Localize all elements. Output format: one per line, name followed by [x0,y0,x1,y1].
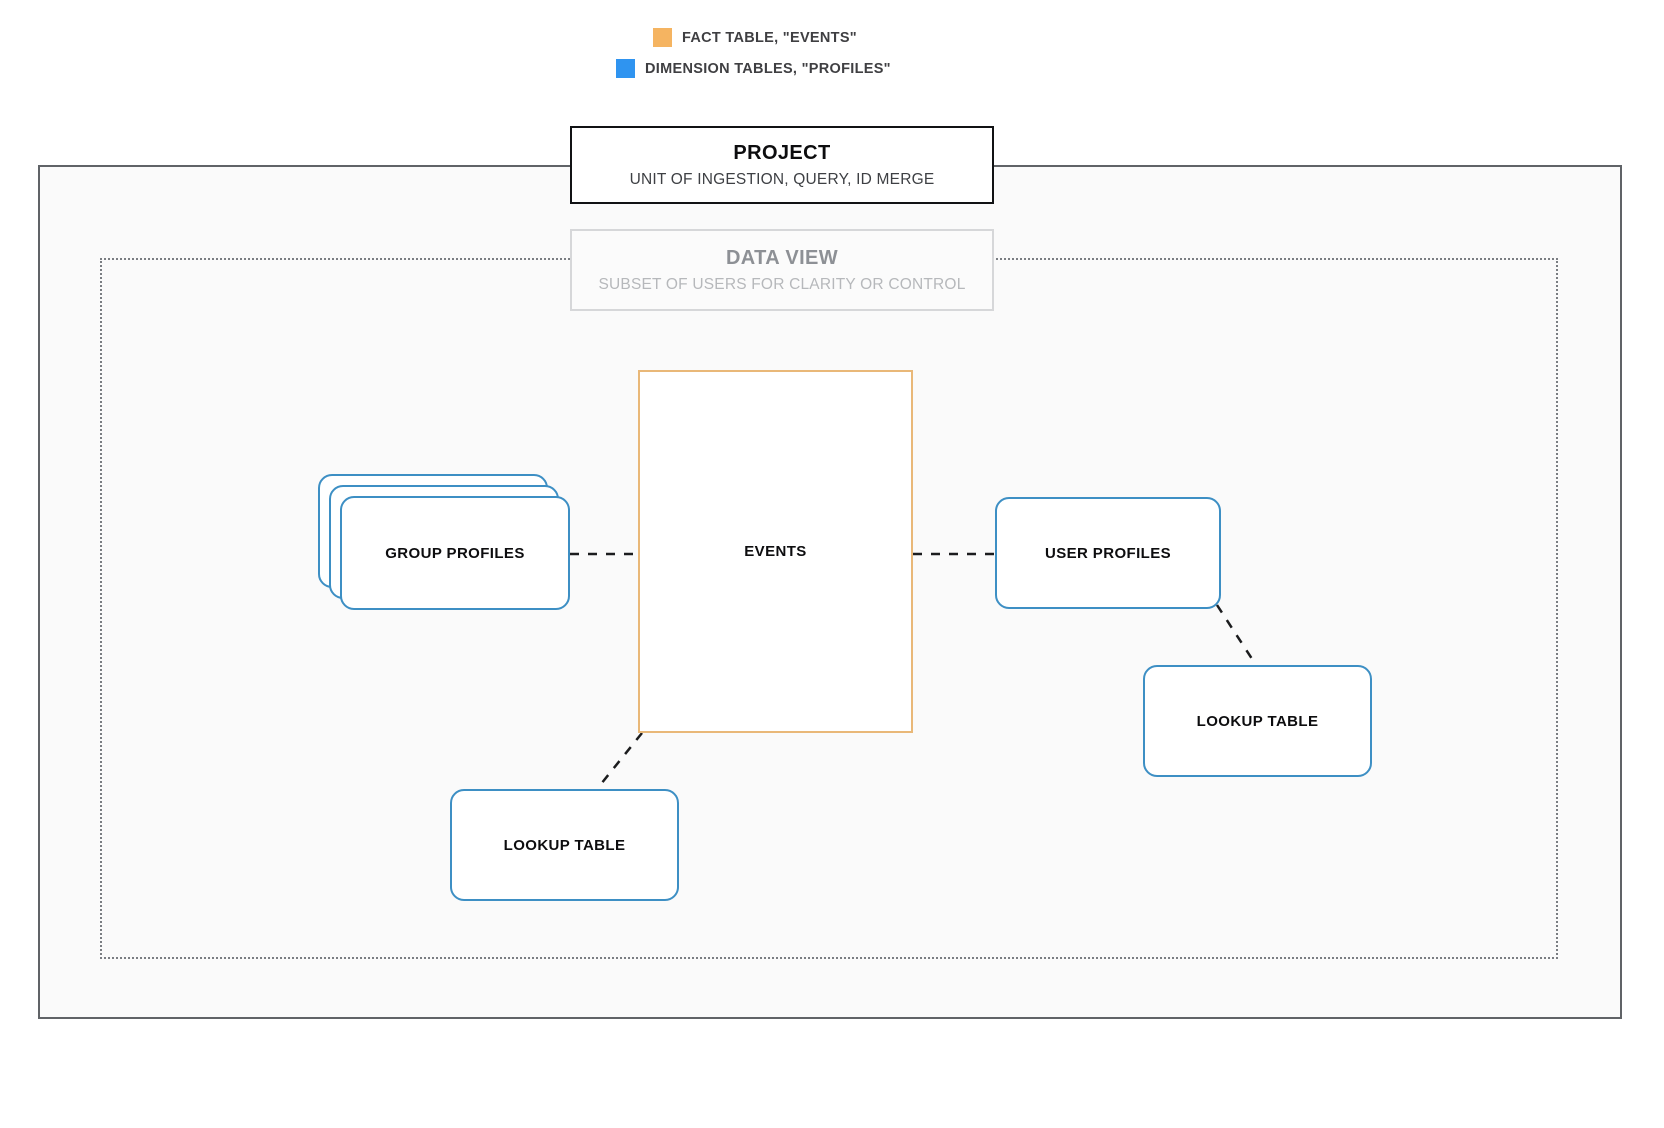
group-profiles-node-label: GROUP PROFILES [385,544,525,562]
lookup-table-right-node[interactable]: LOOKUP TABLE [1143,665,1372,777]
events-fact-table-node[interactable]: EVENTS [638,370,913,733]
lookup-table-left-node[interactable]: LOOKUP TABLE [450,789,679,901]
legend-item-dimension-tables: DIMENSION TABLES, "PROFILES" [0,59,1664,78]
orange-square-swatch [653,28,672,47]
legend-label-fact-table: FACT TABLE, "EVENTS" [682,29,857,46]
user-profiles-node[interactable]: USER PROFILES [995,497,1221,609]
blue-square-swatch [616,59,635,78]
project-card-subtitle: UNIT OF INGESTION, QUERY, ID MERGE [629,170,935,188]
group-profiles-stack-card-front[interactable]: GROUP PROFILES [340,496,570,610]
group-profiles-node[interactable]: GROUP PROFILES [318,474,570,610]
data-view-card-subtitle: SUBSET OF USERS FOR CLARITY OR CONTROL [598,275,966,293]
lookup-table-right-node-label: LOOKUP TABLE [1196,712,1319,730]
user-profiles-node-label: USER PROFILES [1044,544,1172,562]
legend: FACT TABLE, "EVENTS" DIMENSION TABLES, "… [0,28,1664,90]
project-card-title: PROJECT [733,141,831,164]
legend-item-fact-table: FACT TABLE, "EVENTS" [0,28,1664,47]
project-card[interactable]: PROJECT UNIT OF INGESTION, QUERY, ID MER… [570,126,994,204]
events-node-label: EVENTS [744,543,807,560]
legend-label-dimension-tables: DIMENSION TABLES, "PROFILES" [645,60,891,77]
data-view-card-title: DATA VIEW [725,246,839,269]
data-view-card[interactable]: DATA VIEW SUBSET OF USERS FOR CLARITY OR… [570,229,994,311]
lookup-table-left-node-label: LOOKUP TABLE [503,836,626,854]
